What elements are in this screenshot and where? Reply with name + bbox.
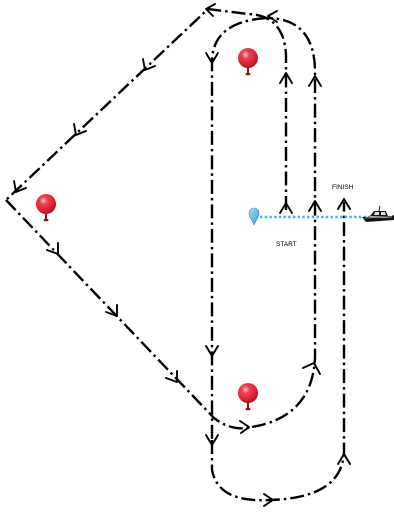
- arrow-right-icon: [263, 493, 274, 507]
- direction-arrows: [13, 3, 351, 507]
- route-leg-wing-bottom: [5, 199, 253, 430]
- pin-end-marker-icon: [248, 207, 260, 226]
- arrow-up-icon: [308, 75, 322, 87]
- arrow-down-left-icon: [73, 123, 87, 136]
- route-leg-start-top-wing: [5, 7, 288, 210]
- route-leg-top-bottom: [210, 16, 267, 440]
- arrow-down-icon: [205, 345, 219, 357]
- arrow-left-icon: [205, 3, 216, 17]
- arrow-down-right-icon: [165, 370, 178, 383]
- route-leg-bottom-top: [251, 16, 317, 429]
- mark-top-buoy-icon: [238, 48, 258, 76]
- arrow-up-icon: [308, 200, 322, 212]
- arrow-down-icon: [205, 434, 219, 446]
- arrow-right-icon: [239, 420, 250, 434]
- arrow-down-right-icon: [46, 242, 59, 255]
- arrow-down-left-icon: [13, 180, 27, 193]
- arrow-up-icon: [279, 72, 293, 84]
- arrow-down-icon: [205, 52, 219, 64]
- arrow-up-icon: [337, 453, 351, 465]
- start-label: START: [276, 241, 297, 248]
- mark-left-buoy-icon: [36, 194, 56, 222]
- arrow-left-icon: [267, 10, 278, 23]
- committee-boat-icon: [362, 205, 394, 222]
- arrow-down-left-icon: [142, 58, 156, 71]
- course-route: [5, 7, 346, 502]
- mark-bottom-buoy-icon: [238, 383, 258, 411]
- finish-label: FINISH: [332, 184, 354, 191]
- route-leg-bottom-finish: [210, 202, 346, 502]
- arrow-up-icon: [279, 202, 293, 214]
- arrow-up-icon: [337, 198, 351, 210]
- arrow-up-right-icon: [302, 362, 321, 375]
- arrow-down-right-icon: [105, 304, 118, 317]
